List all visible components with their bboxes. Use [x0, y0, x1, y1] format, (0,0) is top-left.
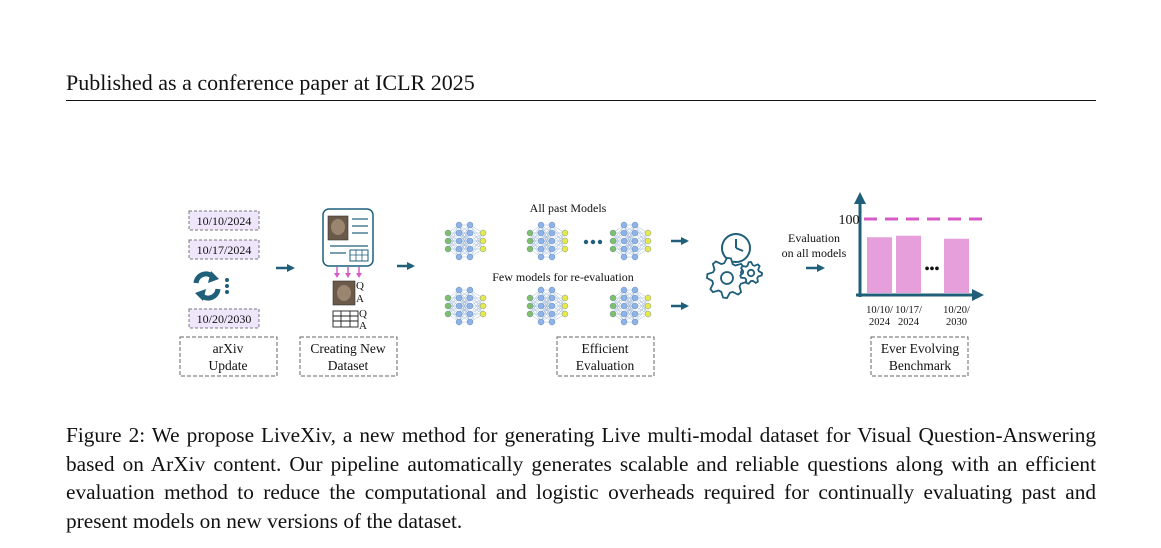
arxiv-dates: 10/10/2024 10/17/2024 10/20/2030 [188, 210, 260, 329]
creating-dataset-label-line2: Dataset [328, 358, 369, 373]
evaluation-label-line2: on all models [782, 246, 847, 260]
neural-network-icon [444, 221, 487, 261]
date-label-2: 10/17/2024 [197, 243, 252, 257]
bar-2 [896, 235, 921, 293]
tick-label-3-line1: 10/20/ [943, 305, 970, 316]
neural-network-icon [526, 221, 569, 261]
neural-network-icons [444, 221, 652, 326]
tick-label-1-line1: 10/10/ [866, 305, 893, 316]
few-models-label: Few models for re-evaluation [492, 270, 634, 284]
arxiv-update-label-line1: arXiv [213, 341, 244, 356]
pink-down-arrows [334, 267, 362, 278]
neural-network-icon [526, 286, 569, 326]
header-rule [66, 100, 1096, 101]
evaluation-label-line1: Evaluation [788, 231, 840, 245]
tick-label-1-line2: 2024 [869, 317, 891, 328]
gears-clock-icon [706, 233, 763, 299]
bar-ellipsis: ••• [925, 262, 940, 277]
tick-label-3-line2: 2030 [946, 317, 967, 328]
bar-3 [944, 238, 969, 293]
a-label-1: A [356, 293, 364, 305]
a-label-2: A [359, 320, 367, 332]
neural-network-icon [609, 286, 652, 326]
date-box-1 [188, 210, 260, 231]
document-icon [322, 208, 374, 267]
ever-evolving-label-line2: Benchmark [889, 358, 951, 373]
q-label-2: Q [359, 308, 367, 320]
date-box-3 [188, 308, 260, 329]
date-label-1: 10/10/2024 [197, 214, 252, 228]
efficient-evaluation-label-line2: Evaluation [576, 358, 635, 373]
bar-1 [867, 237, 892, 293]
table-icon [332, 310, 359, 328]
ever-evolving-label-line1: Ever Evolving [881, 341, 960, 356]
arxiv-update-label-line2: Update [209, 358, 248, 373]
refresh-icon [193, 271, 229, 301]
neural-network-icon [444, 286, 487, 326]
tick-label-2-line1: 10/17/ [895, 305, 922, 316]
creating-dataset-label-line1: Creating New [310, 341, 386, 356]
efficient-evaluation-box [556, 336, 655, 377]
qa-image-icon [332, 280, 356, 306]
date-label-3: 10/20/2030 [197, 312, 252, 326]
date-box-2 [188, 239, 260, 260]
creating-dataset-box [299, 336, 398, 377]
network-ellipsis [583, 239, 603, 245]
neural-network-icon [609, 221, 652, 261]
reference-label: 100 [839, 213, 860, 228]
figure-caption: Figure 2: We propose LiveXiv, a new meth… [66, 423, 1096, 533]
tick-label-2-line2: 2024 [898, 317, 920, 328]
running-header: Published as a conference paper at ICLR … [66, 70, 475, 95]
all-past-models-label: All past Models [530, 201, 607, 215]
efficient-evaluation-label-line1: Efficient [582, 341, 629, 356]
q-label-1: Q [356, 280, 364, 292]
ever-evolving-box [870, 336, 969, 377]
arxiv-update-box [179, 336, 278, 377]
